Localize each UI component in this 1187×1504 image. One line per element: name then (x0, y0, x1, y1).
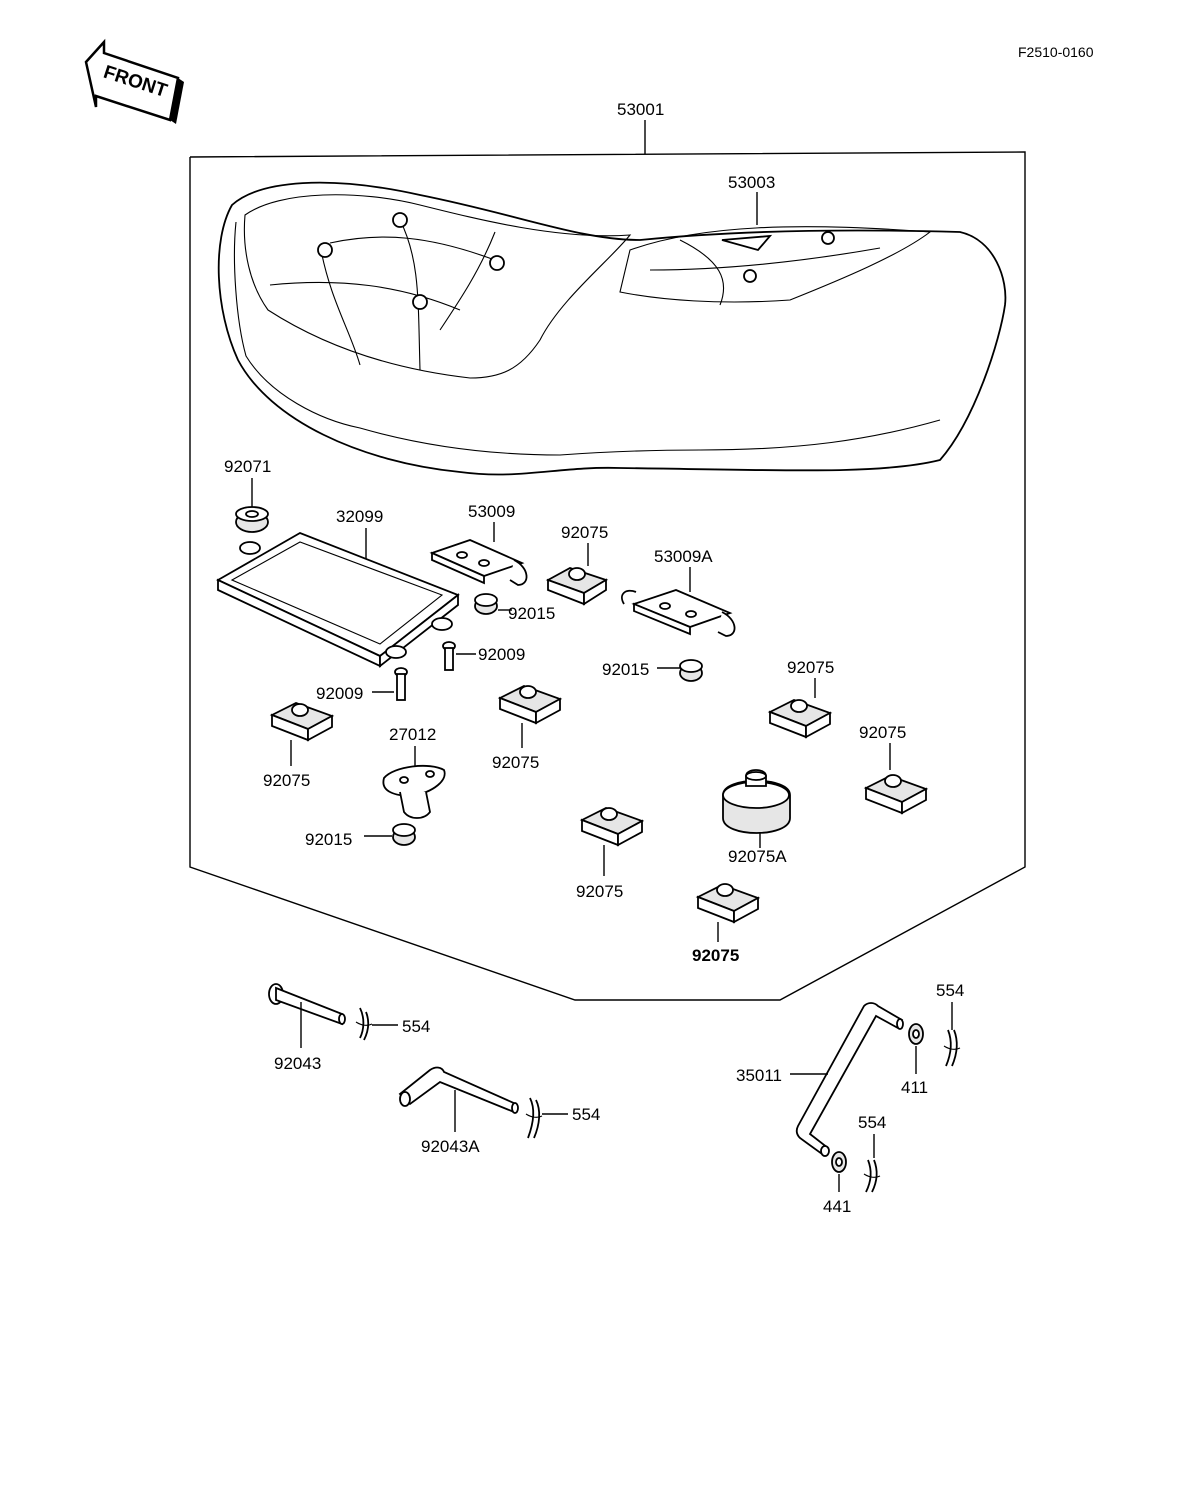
label-92015-a: 92015 (508, 604, 555, 623)
pad-92075-a (545, 567, 609, 606)
bracket-27012 (382, 764, 446, 819)
label-554-d: 554 (858, 1113, 886, 1132)
screw-92009-a (442, 641, 456, 671)
grommet-92071 (235, 506, 269, 533)
damper-92075A (722, 769, 791, 834)
label-441: 441 (823, 1197, 851, 1216)
clip-554-b (525, 1097, 543, 1139)
label-92075-e: 92075 (859, 723, 906, 742)
rod-35011 (795, 1002, 904, 1157)
label-92043: 92043 (274, 1054, 321, 1073)
label-92071: 92071 (224, 457, 271, 476)
label-554-a: 554 (402, 1017, 430, 1036)
figure-code: F2510-0160 (1018, 44, 1094, 60)
bracket-53009A (621, 589, 736, 637)
label-92009-a: 92009 (478, 645, 525, 664)
clip-554-c (943, 1029, 961, 1067)
label-92043A: 92043A (421, 1137, 480, 1156)
label-53009: 53009 (468, 502, 515, 521)
screw-92009-b (394, 667, 408, 701)
nut-92015-b (679, 659, 703, 682)
nut-92015-c (392, 823, 416, 846)
label-92075-g: 92075 (692, 946, 739, 965)
pin-92043A (398, 1066, 519, 1114)
label-53009A: 53009A (654, 547, 713, 566)
label-92075-a: 92075 (561, 523, 608, 542)
pad-92075-d (767, 699, 833, 739)
label-554-b: 554 (572, 1105, 600, 1124)
nut-92015-a (474, 593, 498, 615)
pad-92075-g (695, 883, 761, 924)
pad-92075-f (579, 807, 645, 847)
label-27012: 27012 (389, 725, 436, 744)
tray-32099 (216, 532, 460, 668)
label-53001: 53001 (617, 100, 664, 119)
clip-554-d (863, 1159, 881, 1193)
label-92075-c: 92075 (492, 753, 539, 772)
assembly-outline (189, 120, 1026, 1001)
label-32099: 32099 (336, 507, 383, 526)
pad-92075-c (497, 685, 563, 725)
label-53003: 53003 (728, 173, 775, 192)
seat-assembly (217, 181, 1007, 476)
clip-554-a (355, 1007, 373, 1041)
washer-411 (908, 1023, 924, 1045)
bracket-53009 (429, 539, 528, 586)
washer-441 (831, 1151, 847, 1173)
label-92015-b: 92015 (602, 660, 649, 679)
label-92075-d: 92075 (787, 658, 834, 677)
label-35011: 35011 (736, 1066, 782, 1085)
pin-92043 (268, 983, 346, 1026)
label-554-c: 554 (936, 981, 964, 1000)
pad-92075-b (269, 702, 335, 742)
label-92075-f: 92075 (576, 882, 623, 901)
label-92075-b: 92075 (263, 771, 310, 790)
label-411: 411 (901, 1078, 928, 1097)
label-92075A: 92075A (728, 847, 787, 866)
pad-92075-e (863, 774, 929, 815)
front-arrow-icon: FRONT (84, 38, 184, 124)
label-92009-b: 92009 (316, 684, 363, 703)
label-92015-c: 92015 (305, 830, 352, 849)
